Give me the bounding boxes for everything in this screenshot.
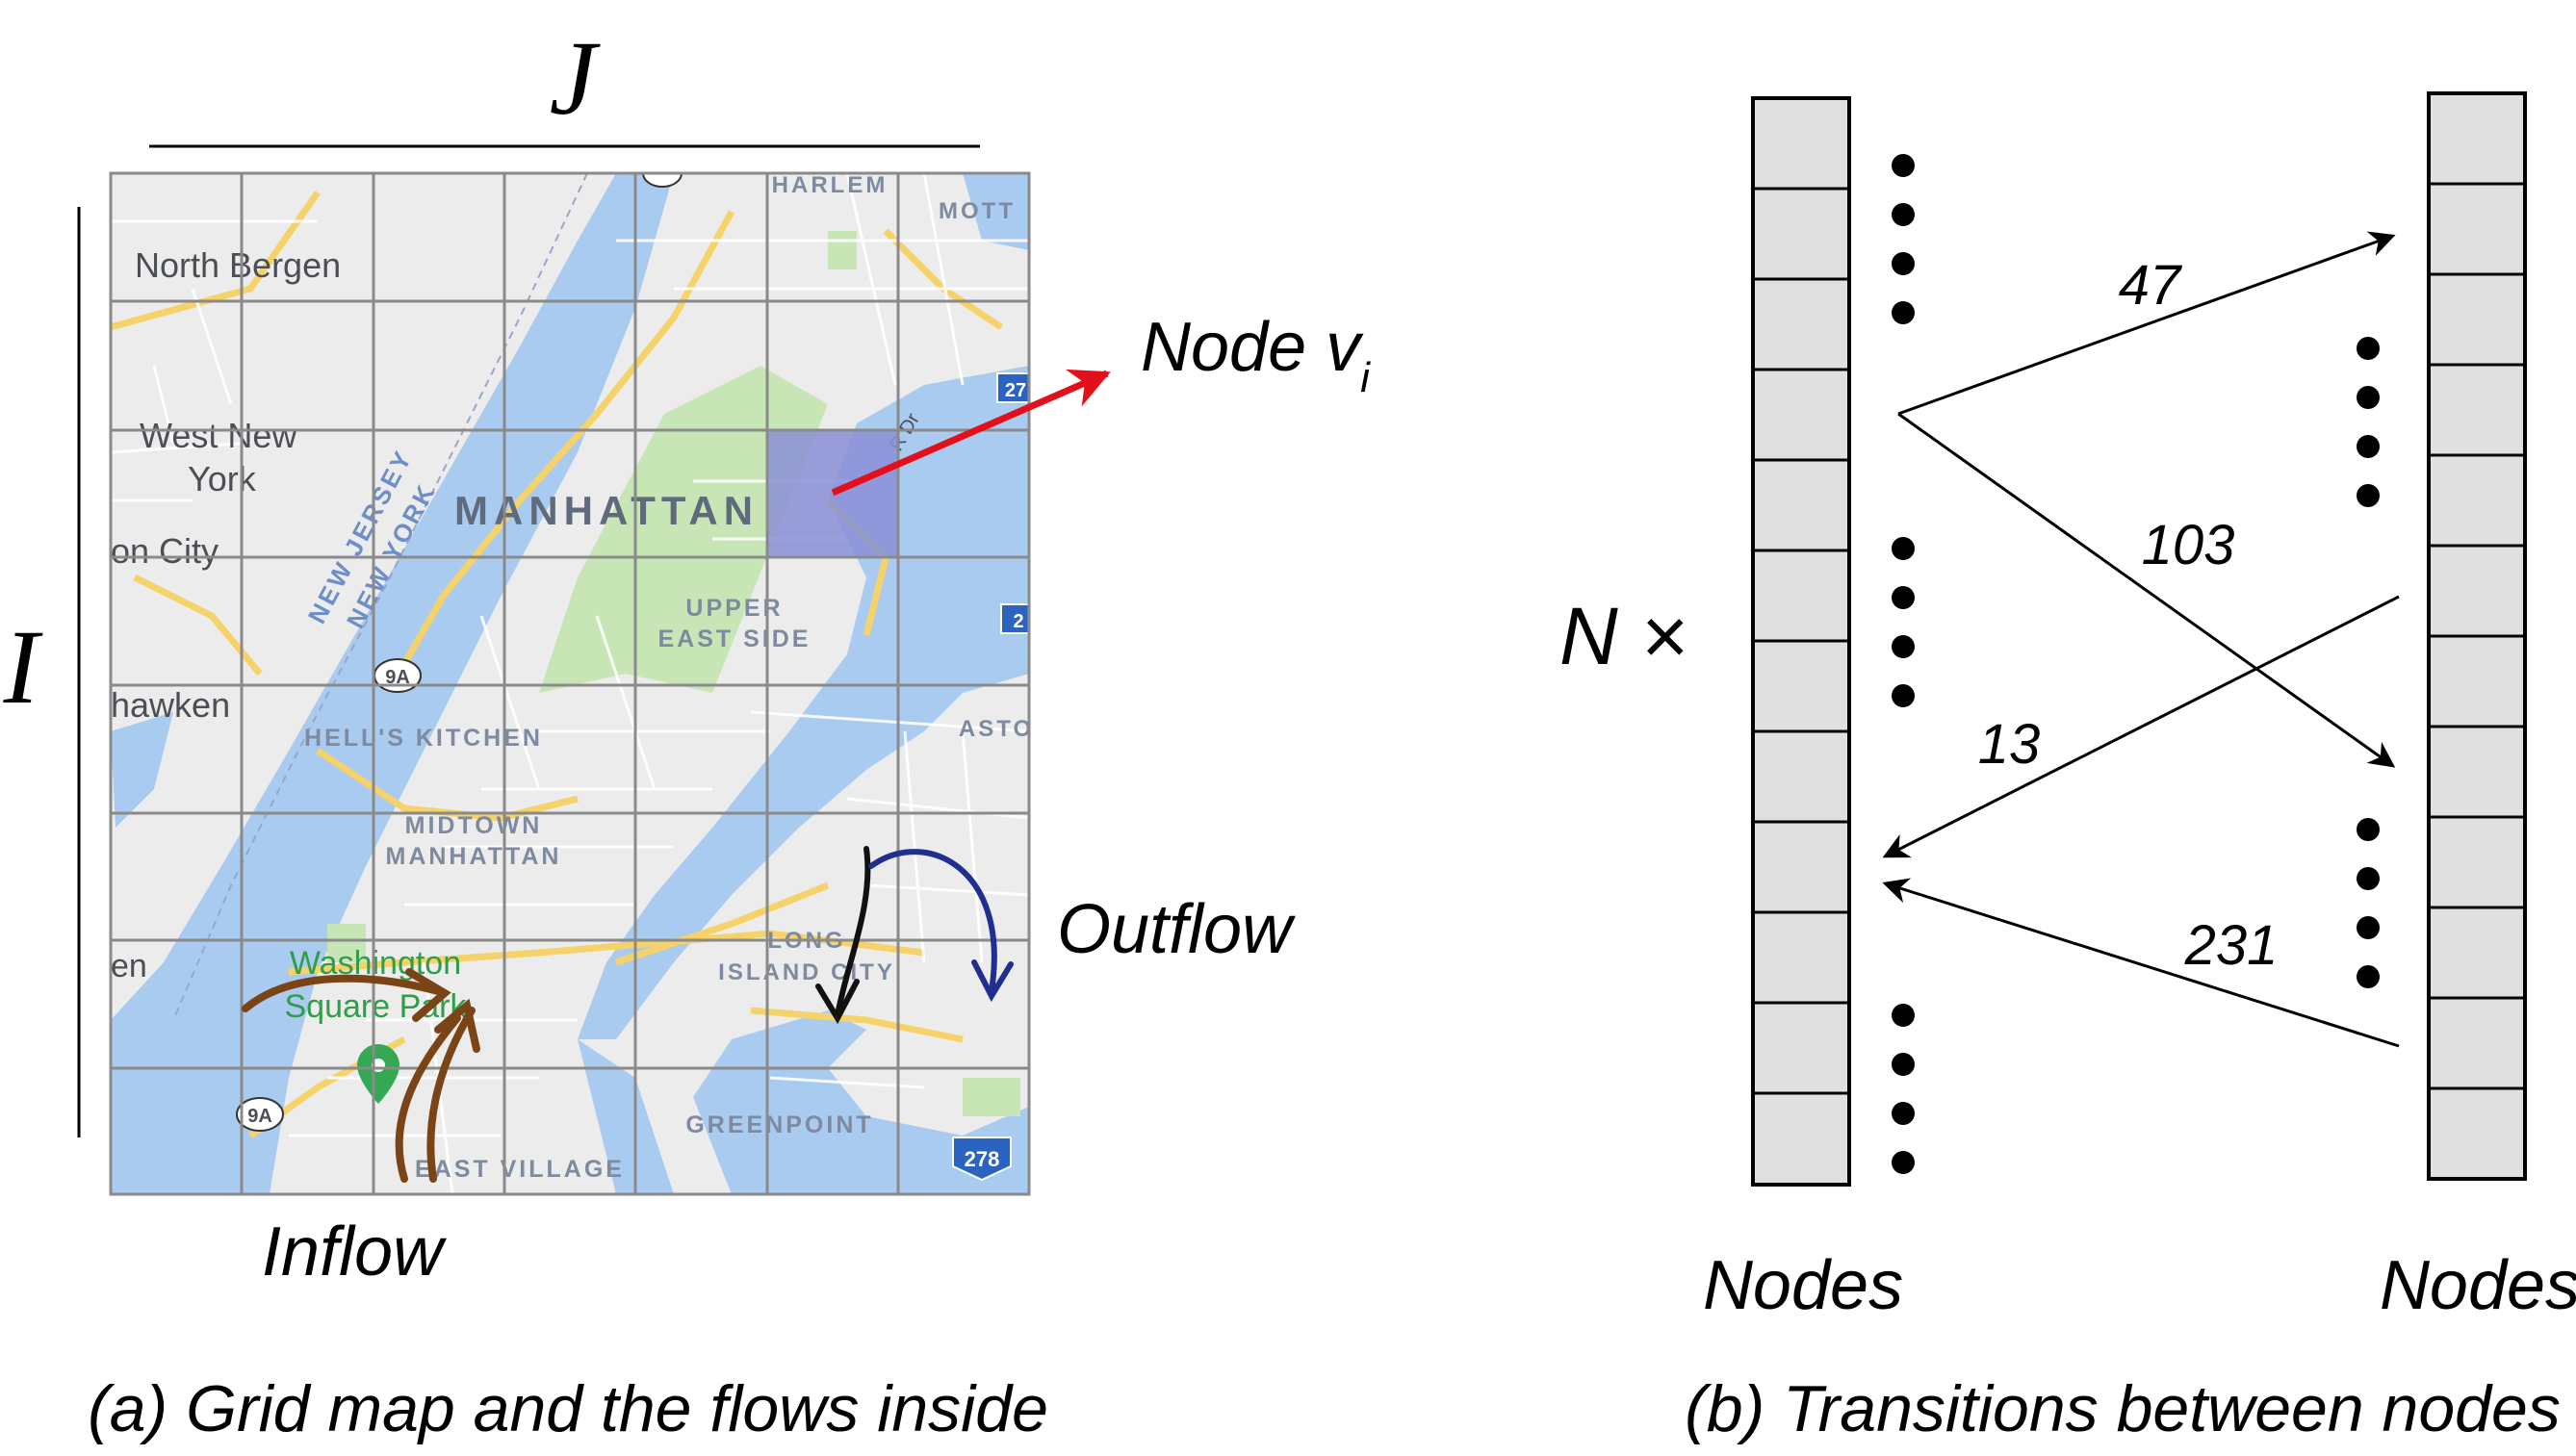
map-label-jersey-en: en <box>111 948 147 984</box>
route-9a-bottom-icon: 9A <box>236 1097 284 1132</box>
edge-label-103: 103 <box>2142 514 2235 576</box>
map-label-mott: MOTT <box>939 198 1016 224</box>
edge-label-231: 231 <box>2184 914 2279 977</box>
i-axis-label: I <box>3 608 43 726</box>
map-label-york: York <box>188 459 257 498</box>
edge-label-47: 47 <box>2119 254 2183 317</box>
ellipsis-dots-left <box>1892 154 1915 1174</box>
transition-arrows <box>1882 231 2400 1048</box>
edge-label-13: 13 <box>1978 713 2041 776</box>
edge-103 <box>1897 412 2396 768</box>
route-top-icon <box>642 173 683 188</box>
right-node-dividers <box>2429 182 2525 1090</box>
east-river <box>578 366 1029 1039</box>
panel-b: N × <box>1559 91 2576 1445</box>
park-4 <box>327 924 366 962</box>
grid <box>109 171 1031 1196</box>
caption-a: (a) Grid map and the flows inside <box>88 1372 1048 1445</box>
white-roads <box>111 173 1029 1194</box>
right-nodes-label: Nodes <box>2380 1247 2576 1324</box>
map-label-east-village: EAST VILLAGE <box>415 1156 625 1183</box>
map-label-manhattan: MANHATTAN <box>454 488 759 533</box>
svg-text:27: 27 <box>1005 380 1026 401</box>
map-label-island-city: ISLAND CITY <box>718 959 895 985</box>
edge-231 <box>1882 878 2400 1048</box>
park-2 <box>828 231 857 269</box>
harlem-water <box>963 173 1029 250</box>
map-label-west-new: West New <box>140 416 297 455</box>
route-2-icon: 2 <box>1000 603 1029 634</box>
map-label-greenpoint: GREENPOINT <box>685 1111 873 1138</box>
route-27-icon: 27 <box>996 372 1029 403</box>
highlighted-node-cell <box>767 430 898 557</box>
left-nodes-label: Nodes <box>1703 1247 1903 1324</box>
left-node-dividers <box>1753 187 1849 1095</box>
panel-a: J I <box>3 19 1371 1445</box>
map-label-midtown: MIDTOWN <box>405 812 543 839</box>
map-label-weehawken: hawken <box>111 685 230 725</box>
node-pointer-arrow <box>831 369 1111 497</box>
map-label-hells-kitchen: HELL'S KITCHEN <box>304 725 543 752</box>
edge-47 <box>1897 231 2396 416</box>
ellipsis-dots-right <box>2357 337 2380 988</box>
left-water <box>111 712 173 828</box>
route-278-icon: 278 <box>952 1137 1012 1182</box>
map-label-north-bergen: North Bergen <box>135 245 341 285</box>
outflow-arrows <box>815 846 1014 1025</box>
map-label-union-city: on City <box>111 531 219 571</box>
lower-east-river <box>578 1010 1029 1194</box>
map-label-east-side: EAST SIDE <box>658 626 811 652</box>
n-times-label: N × <box>1559 591 1687 681</box>
edge-13 <box>1882 595 2400 858</box>
map-label-astoria: ASTO <box>959 716 1034 742</box>
caption-b: (b) Transitions between nodes <box>1685 1372 2561 1445</box>
inflow-label: Inflow <box>262 1213 447 1290</box>
map-label-midtown-manhattan: MANHATTAN <box>386 843 562 870</box>
route-9a-top-icon: 9A <box>374 658 422 693</box>
inflow-arrows <box>242 968 480 1183</box>
svg-text:9A: 9A <box>385 667 410 688</box>
svg-text:2: 2 <box>1013 611 1023 632</box>
park-3 <box>963 1078 1020 1116</box>
svg-text:9A: 9A <box>247 1106 272 1127</box>
state-border <box>172 173 588 1021</box>
j-axis-label: J <box>550 19 602 137</box>
map-label-washington: Washington <box>290 945 461 982</box>
outflow-label: Outflow <box>1057 891 1296 968</box>
svg-text:278: 278 <box>965 1147 1000 1171</box>
map-label-upper: UPPER <box>685 595 783 622</box>
map-label-harlem: HARLEM <box>772 172 889 198</box>
map: North Bergen West New York on City hawke… <box>111 172 1034 1194</box>
central-park <box>539 366 828 693</box>
node-label: Node vi <box>1141 309 1371 401</box>
